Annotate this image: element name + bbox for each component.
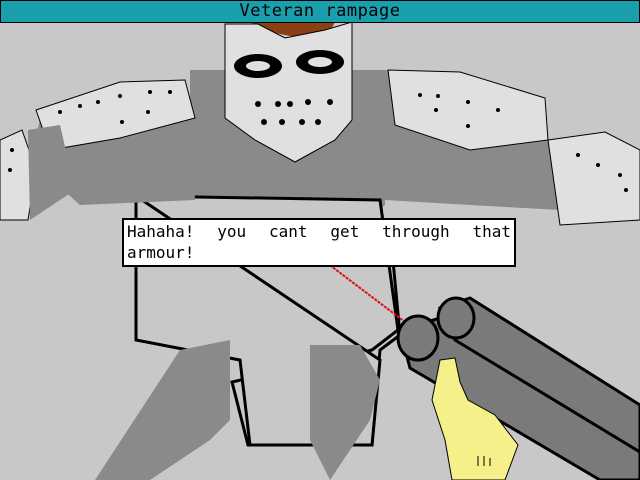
dialog-message: Hahaha! you cant get through that armour… bbox=[127, 222, 511, 262]
helmet-breathing-holes bbox=[255, 99, 333, 125]
player-hand bbox=[431, 357, 519, 480]
armour-rivets bbox=[8, 90, 628, 192]
dialog-box: Hahaha! you cant get through that armour… bbox=[122, 218, 516, 267]
title-bar: Veteran rampage bbox=[0, 0, 640, 23]
enemy-right-eye-glint bbox=[308, 57, 332, 67]
enemy-left-outer-shadow bbox=[28, 125, 75, 220]
player-weapon bbox=[396, 296, 640, 480]
enemy-left-eye-glint bbox=[246, 61, 270, 71]
gun-muzzle-lower bbox=[396, 314, 440, 362]
enemy-left-leg bbox=[95, 340, 230, 480]
gun-muzzle-upper bbox=[436, 296, 476, 340]
enemy-right-outer-shoulder bbox=[547, 131, 640, 226]
hand-knuckle-lines bbox=[477, 456, 491, 466]
window-title: Veteran rampage bbox=[239, 1, 401, 21]
enemy-right-leg bbox=[310, 345, 380, 480]
